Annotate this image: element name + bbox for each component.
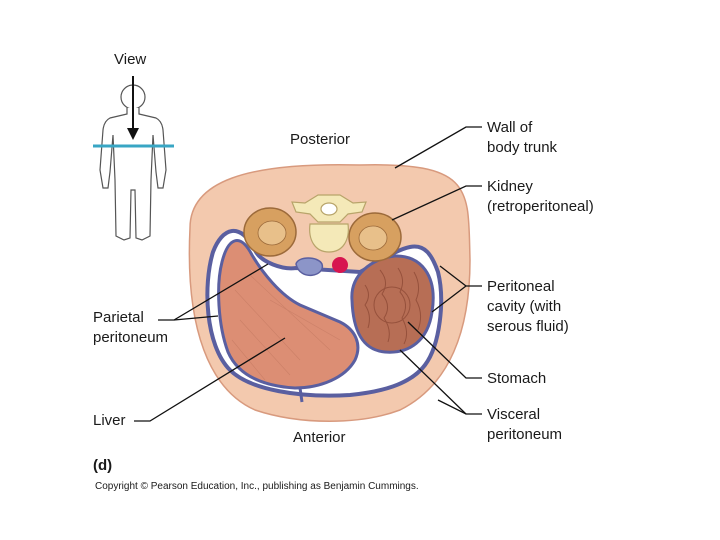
peritoneal-cavity-label: Peritoneal cavity (with serous fluid) (487, 278, 569, 335)
stomach-rugae (364, 267, 422, 345)
human-figure-outline (99, 84, 167, 241)
visceral-peritoneum-label: Visceral peritoneum (487, 406, 563, 443)
stomach-label: Stomach (487, 370, 547, 387)
liver-texture (231, 274, 341, 381)
kidney-label: Kidney (retroperitoneal) (487, 178, 594, 215)
panel-label: (d) (93, 457, 113, 474)
liver (217, 239, 360, 390)
view-direction-arrow (127, 76, 139, 140)
kidney-right (348, 212, 402, 262)
liver-label: Liver (93, 412, 126, 429)
inferior-vena-cava (295, 257, 323, 276)
kidney-left (243, 207, 297, 257)
posterior-label: Posterior (290, 131, 351, 148)
parietal-peritoneum-label: Parietal peritoneum (93, 309, 169, 346)
wall-of-body-trunk-label: Wall of body trunk (487, 119, 558, 156)
leader-lines (134, 126, 482, 422)
copyright-notice: Copyright © Pearson Education, Inc., pub… (95, 481, 419, 492)
stomach (350, 254, 435, 354)
aorta (332, 257, 348, 273)
view-label: View (114, 51, 147, 68)
falciform-ligament (298, 387, 304, 403)
anterior-label: Anterior (293, 429, 346, 446)
vertebra (291, 194, 367, 253)
